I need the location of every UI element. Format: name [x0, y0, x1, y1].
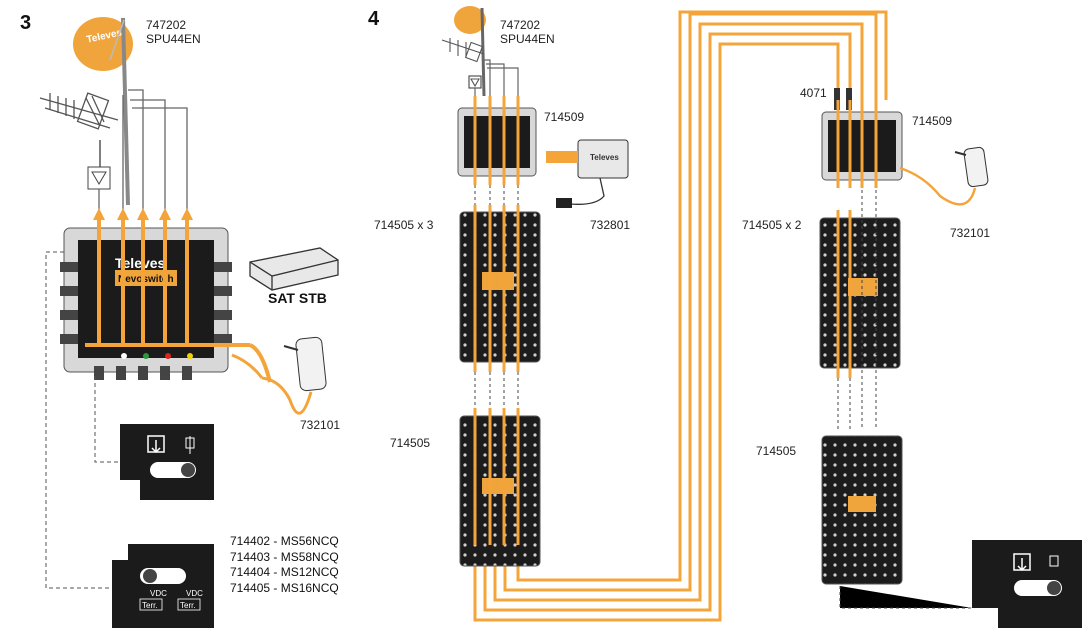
multiswitch-last-right [821, 435, 903, 585]
signal-arrows-left [473, 96, 520, 545]
psu-732801-icon: Televes [546, 139, 629, 208]
control-lines [45, 251, 120, 589]
dashed-links-right [837, 190, 972, 609]
sat-stb-icon [249, 247, 339, 291]
lnb-model-3: SPU44EN [146, 32, 201, 46]
terrestrial-antenna-icon [39, 92, 119, 168]
dip-switch-panel-top [120, 424, 214, 500]
signal-arrows-right [836, 100, 878, 378]
lnb-cables [98, 89, 188, 210]
psu-732101-icon [899, 146, 989, 206]
switch-terr-left: Terr. [142, 601, 158, 610]
model-list: 714402 - MS56NCQ 714403 - MS58NCQ 714404… [230, 534, 339, 596]
lnb-code-3: 747202 [146, 18, 187, 32]
power-supply-icon [231, 336, 327, 415]
psu-code-3: 732101 [300, 418, 341, 432]
amp-code-left: 714509 [544, 110, 585, 124]
model-item: 714402 - MS56NCQ [230, 534, 339, 548]
amplifier-714509-left [457, 107, 537, 177]
multiswitch-device: Nevoswitch Televes [60, 227, 232, 380]
switch-terr-right: Terr. [180, 601, 196, 610]
multiswitch-last-left [459, 415, 541, 567]
brand-logo: Televes [115, 255, 166, 271]
diagram-3-number: 3 [20, 12, 32, 34]
model-item: 714405 - MS16NCQ [230, 580, 339, 595]
psu-code-left: 732801 [590, 218, 631, 232]
satellite-dish-icon [454, 6, 486, 97]
last-right-label: 714505 [756, 444, 797, 458]
diagram-4-number: 4 [368, 8, 380, 30]
psu-code-right: 732101 [950, 226, 991, 240]
lnb-model-4: SPU44EN [500, 32, 555, 46]
terrestrial-antenna-icon [441, 38, 485, 89]
last-left-label: 714505 [390, 436, 431, 450]
sat-stb-label: SAT STB [268, 290, 327, 306]
trunk-cables [473, 10, 888, 622]
dip-switch-panel-bottom: VDC Terr. VDC Terr. [112, 544, 214, 628]
model-item: 714404 - MS12NCQ [230, 565, 339, 579]
multiswitch-cascade-left [459, 211, 541, 363]
cascade-left-label: 714505 x 3 [374, 218, 434, 232]
switch-vdc-right: VDC [186, 589, 203, 598]
satellite-dish-icon: Televes [73, 17, 133, 206]
lnb-code-4: 747202 [500, 18, 541, 32]
switch-vdc-left: VDC [150, 589, 167, 598]
diagram-3: Televes [39, 17, 339, 628]
dip-switch-panel-right [972, 540, 1082, 628]
lnb-cables [474, 59, 519, 100]
amp-code-right: 714509 [912, 114, 953, 128]
diagram-4: Televes [441, 6, 1082, 628]
attenuator-label: 4071 [800, 86, 827, 100]
signal-arrows [85, 208, 272, 383]
model-item: 714403 - MS58NCQ [230, 549, 339, 564]
svg-text:Televes: Televes [590, 153, 619, 162]
dashed-links-left [474, 185, 519, 408]
terrestrial-amplifier-icon [87, 166, 111, 190]
product-line-label: Nevoswitch [118, 274, 174, 285]
multiswitch-cascade-right [819, 217, 901, 369]
cascade-right-label: 714505 x 2 [742, 218, 802, 232]
